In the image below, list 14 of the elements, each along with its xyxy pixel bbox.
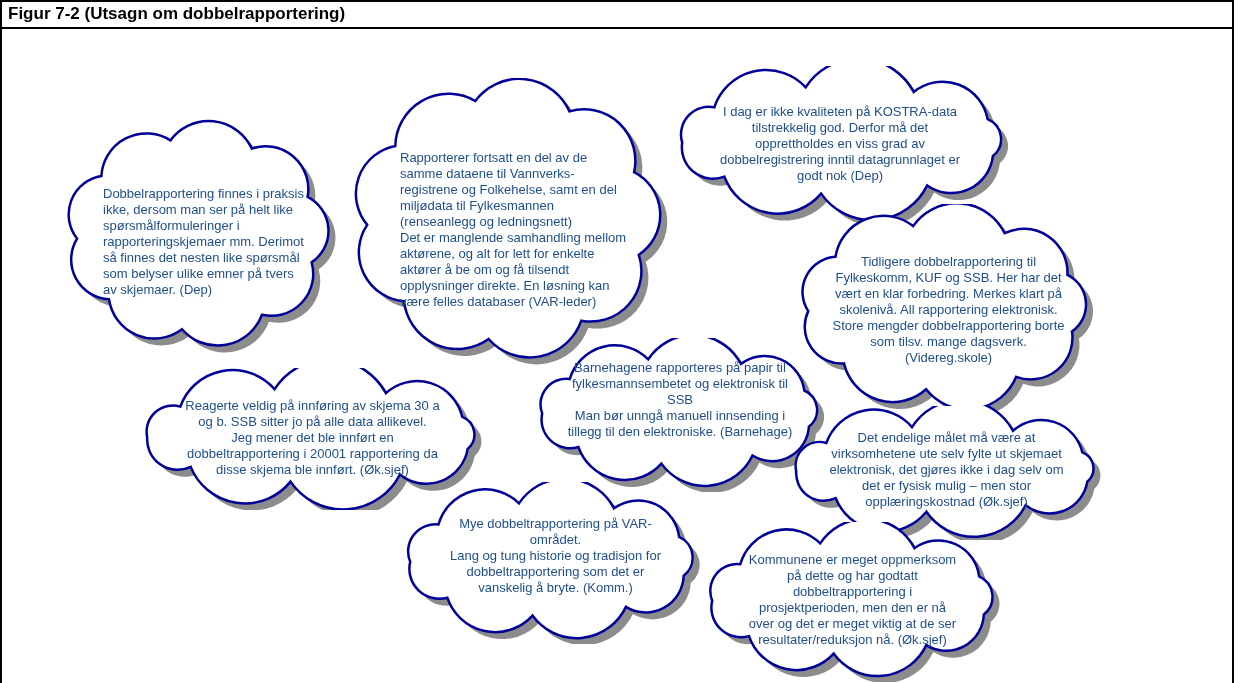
quote-text: Jeg mener det ble innført en dobbeltrapportering i 20001 rapportering da disse skjema ble innført. (Øk.sjef) (186, 430, 439, 478)
quote-text: Det endelige målet må være at virksomhetene ute selv fylte ut skjemaet elektronisk, det gjøres ikke i dag selv om det er fysisk mulig – men stor opplæringskostnad (Øk.sjef) (829, 430, 1064, 510)
quote-text: Man bør unngå manuell innsending i tillegg til den elektroniske. (Barnehage) (566, 408, 794, 440)
quote-text: Lang og tung historie og tradisjon for dobbeltrapportering som det er vanskelig å bryte. (Komm.) (449, 548, 662, 596)
quote-text: Tidligere dobbelrapportering til Fylkeskomm, KUF og SSB. Her har det vært en klar forbedring. Merkes klart på skolenivå. All rapportering elektronisk. Store mengder dobbelrapportering borte som tilsv. mange dagsverk. (Videreg.skole) (831, 254, 1066, 366)
figure-title: Figur 7-2 (Utsagn om dobbelrapportering) (8, 3, 346, 25)
quote-text: Dobbelrapportering finnes i praksis ikke, dersom man ser på helt like spørsmålformuleringer i rapporteringskjemaer mm. Derimot så finnes det nesten like spørsmål som belyser ulike emner på tvers av skjemaer. (Dep) (103, 186, 305, 298)
quote-text: Barnehagene rapporteres på papir til fylkesmannsembetet og elektronisk til SSB (570, 360, 789, 408)
quote-text: Rapporterer fortsatt en del av de samme dataene til Vannverks-registrene og Folkehelse, samt en del miljødata til Fylkesmannen (renseanlegg og ledningsnett) (400, 150, 618, 230)
quote-text: Det er manglende samhandling mellom aktørene, og alt for lett for enkelte aktører å be om og få tilsendt opplysninger direkte. En løsning kan være felles databaser (VAR-leder) (400, 230, 628, 310)
quote-text: Kommunene er meget oppmerksom på dette og har godtatt dobbeltrapportering i prosjektperioden, men den er nå over og det er meget viktig at de ser resultater/reduksjon nå. (Øk.sjef) (747, 552, 958, 648)
quote-text: Mye dobbeltrapportering på VAR-området. (458, 516, 653, 548)
quote-text: Reagerte veldig på innføring av skjema 30 a og b. SSB sitter jo på alle data allikevel. (184, 398, 441, 430)
quote-text: I dag er ikke kvaliteten på KOSTRA-data tilstrekkelig god. Derfor må det opprettholdes en viss grad av dobbelregistrering inntil datagrunnlaget er godt nok (Dep) (719, 104, 961, 184)
